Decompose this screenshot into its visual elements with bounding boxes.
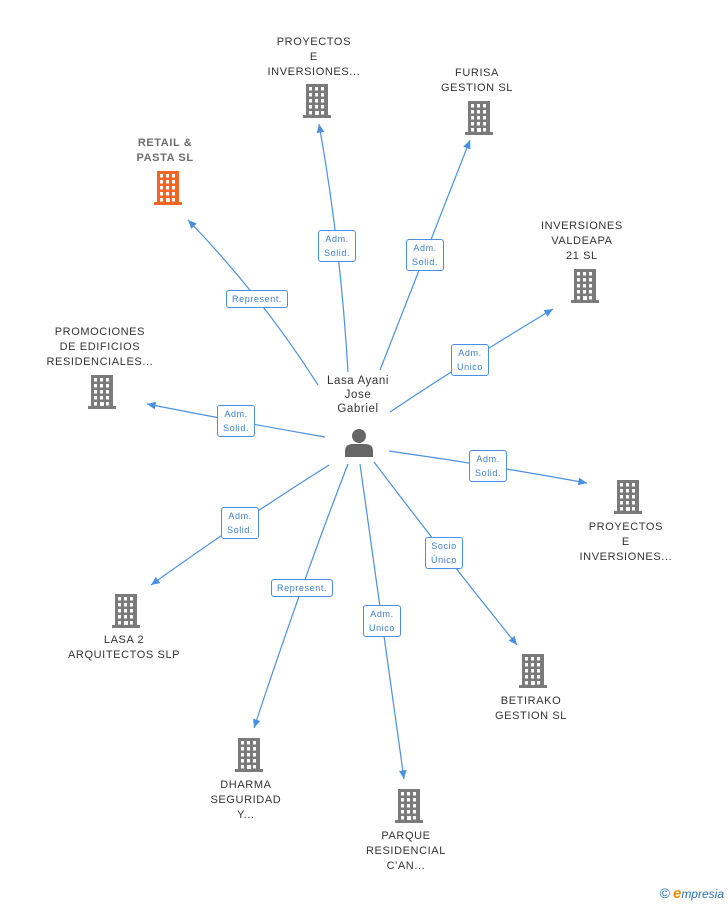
edge-label-line: Solid.: [475, 468, 502, 478]
brand-initial: e: [672, 885, 682, 902]
center-name-line-1: Lasa Ayani: [326, 375, 390, 387]
node-label-line: E: [309, 51, 318, 63]
edge-label-line: Solid.: [227, 525, 254, 535]
node-label-dharma[interactable]: DHARMA SEGURIDAD Y...: [211, 778, 282, 823]
edge-label-line: Solid.: [412, 257, 439, 267]
edge-label-line: Adm.: [458, 348, 482, 358]
node-label-line: PASTA SL: [136, 152, 194, 164]
node-label-line: DE EDIFICIOS: [59, 341, 141, 353]
edge-label-promociones[interactable]: Adm. Solid.: [217, 405, 256, 437]
center-name-line-2: Jose: [344, 389, 372, 401]
node-label-parque[interactable]: PARQUE RESIDENCIAL C'AN...: [366, 829, 446, 874]
node-label-proyectos-top[interactable]: PROYECTOS E INVERSIONES...: [268, 35, 361, 80]
edge-label-furisa[interactable]: Adm. Solid.: [406, 239, 445, 271]
edge-label-line: Socio: [431, 541, 457, 551]
edge-label-line: Adm.: [476, 454, 500, 464]
building-icon[interactable]: [88, 375, 116, 409]
node-label-line: INVERSIONES...: [267, 66, 361, 78]
node-label-line: BETIRAKO: [500, 695, 562, 707]
node-label-line: RESIDENCIALES...: [46, 356, 154, 368]
node-label-line: PROYECTOS: [588, 521, 664, 533]
node-label-line: PARQUE: [381, 830, 431, 842]
node-label-lasa2[interactable]: LASA 2 ARQUITECTOS SLP: [68, 633, 180, 663]
node-label-line: RETAIL &: [137, 137, 193, 149]
building-icon[interactable]: [235, 738, 263, 772]
building-icon[interactable]: [154, 171, 182, 205]
building-icon[interactable]: [465, 101, 493, 135]
edge-label-line: Adm.: [224, 409, 248, 419]
node-label-line: FURISA: [455, 67, 499, 79]
node-label-line: INVERSIONES...: [579, 551, 673, 563]
edge-label-inversiones-valdeapa[interactable]: Adm. Unico: [451, 344, 490, 376]
edge-label-line: Represent.: [232, 294, 283, 304]
node-label-line: SEGURIDAD: [210, 794, 282, 806]
node-label-line: GESTION SL: [441, 82, 514, 94]
brand-name: mpresia: [681, 887, 724, 901]
node-label-line: GESTION SL: [495, 710, 568, 722]
edge-label-line: Solid.: [223, 423, 250, 433]
node-label-retail-pasta[interactable]: RETAIL & PASTA SL: [137, 136, 194, 166]
node-label-line: LASA 2: [103, 634, 145, 646]
center-name-line-3: Gabriel: [337, 403, 379, 415]
building-icon[interactable]: [519, 654, 547, 688]
edge-label-line: Unico: [457, 362, 484, 372]
edge-label-proyectos-right[interactable]: Adm. Solid.: [469, 450, 508, 482]
node-label-promociones[interactable]: PROMOCIONES DE EDIFICIOS RESIDENCIALES...: [47, 325, 154, 370]
building-icon[interactable]: [614, 480, 642, 514]
edge-label-retail-pasta[interactable]: Represent.: [226, 290, 289, 308]
edge-label-line: Adm.: [413, 243, 437, 253]
building-icon[interactable]: [571, 269, 599, 303]
edge-label-parque[interactable]: Adm. Unico: [363, 605, 402, 637]
node-label-line: PROYECTOS: [276, 36, 352, 48]
node-label-line: VALDEAPA: [551, 235, 613, 247]
edge-label-line: Único: [431, 555, 458, 565]
edge-label-proyectos-top[interactable]: Adm. Solid.: [318, 230, 357, 262]
copyright-symbol: ©: [659, 885, 670, 901]
building-icon[interactable]: [112, 594, 140, 628]
center-person-name[interactable]: Lasa Ayani Jose Gabriel: [313, 374, 403, 416]
empresia-logo[interactable]: ©empresia: [660, 885, 724, 902]
edge-label-line: Adm.: [228, 511, 252, 521]
node-label-betirako[interactable]: BETIRAKO GESTION SL: [495, 694, 567, 724]
node-label-line: INVERSIONES: [541, 220, 623, 232]
node-label-line: RESIDENCIAL: [366, 845, 446, 857]
edge-label-line: Adm.: [325, 234, 349, 244]
edge-label-line: Represent.: [277, 583, 328, 593]
node-label-furisa[interactable]: FURISA GESTION SL: [441, 66, 513, 96]
node-label-line: C'AN...: [386, 860, 426, 872]
node-label-line: Y...: [237, 809, 255, 821]
edge-label-line: Solid.: [324, 248, 351, 258]
node-label-line: 21 SL: [566, 250, 598, 262]
edge-label-line: Adm.: [370, 609, 394, 619]
edge-label-dharma[interactable]: Represent.: [271, 579, 334, 597]
building-icon[interactable]: [395, 789, 423, 823]
node-label-proyectos-right[interactable]: PROYECTOS E INVERSIONES...: [580, 520, 673, 565]
building-icon[interactable]: [303, 84, 331, 118]
edge-label-line: Unico: [369, 623, 396, 633]
node-label-line: E: [621, 536, 630, 548]
node-label-inversiones-valdeapa[interactable]: INVERSIONES VALDEAPA 21 SL: [541, 219, 623, 264]
person-icon[interactable]: [345, 429, 373, 457]
edge-label-lasa2[interactable]: Adm. Solid.: [221, 507, 260, 539]
node-label-line: PROMOCIONES: [54, 326, 146, 338]
node-label-line: ARQUITECTOS SLP: [68, 649, 181, 661]
node-label-line: DHARMA: [220, 779, 272, 791]
